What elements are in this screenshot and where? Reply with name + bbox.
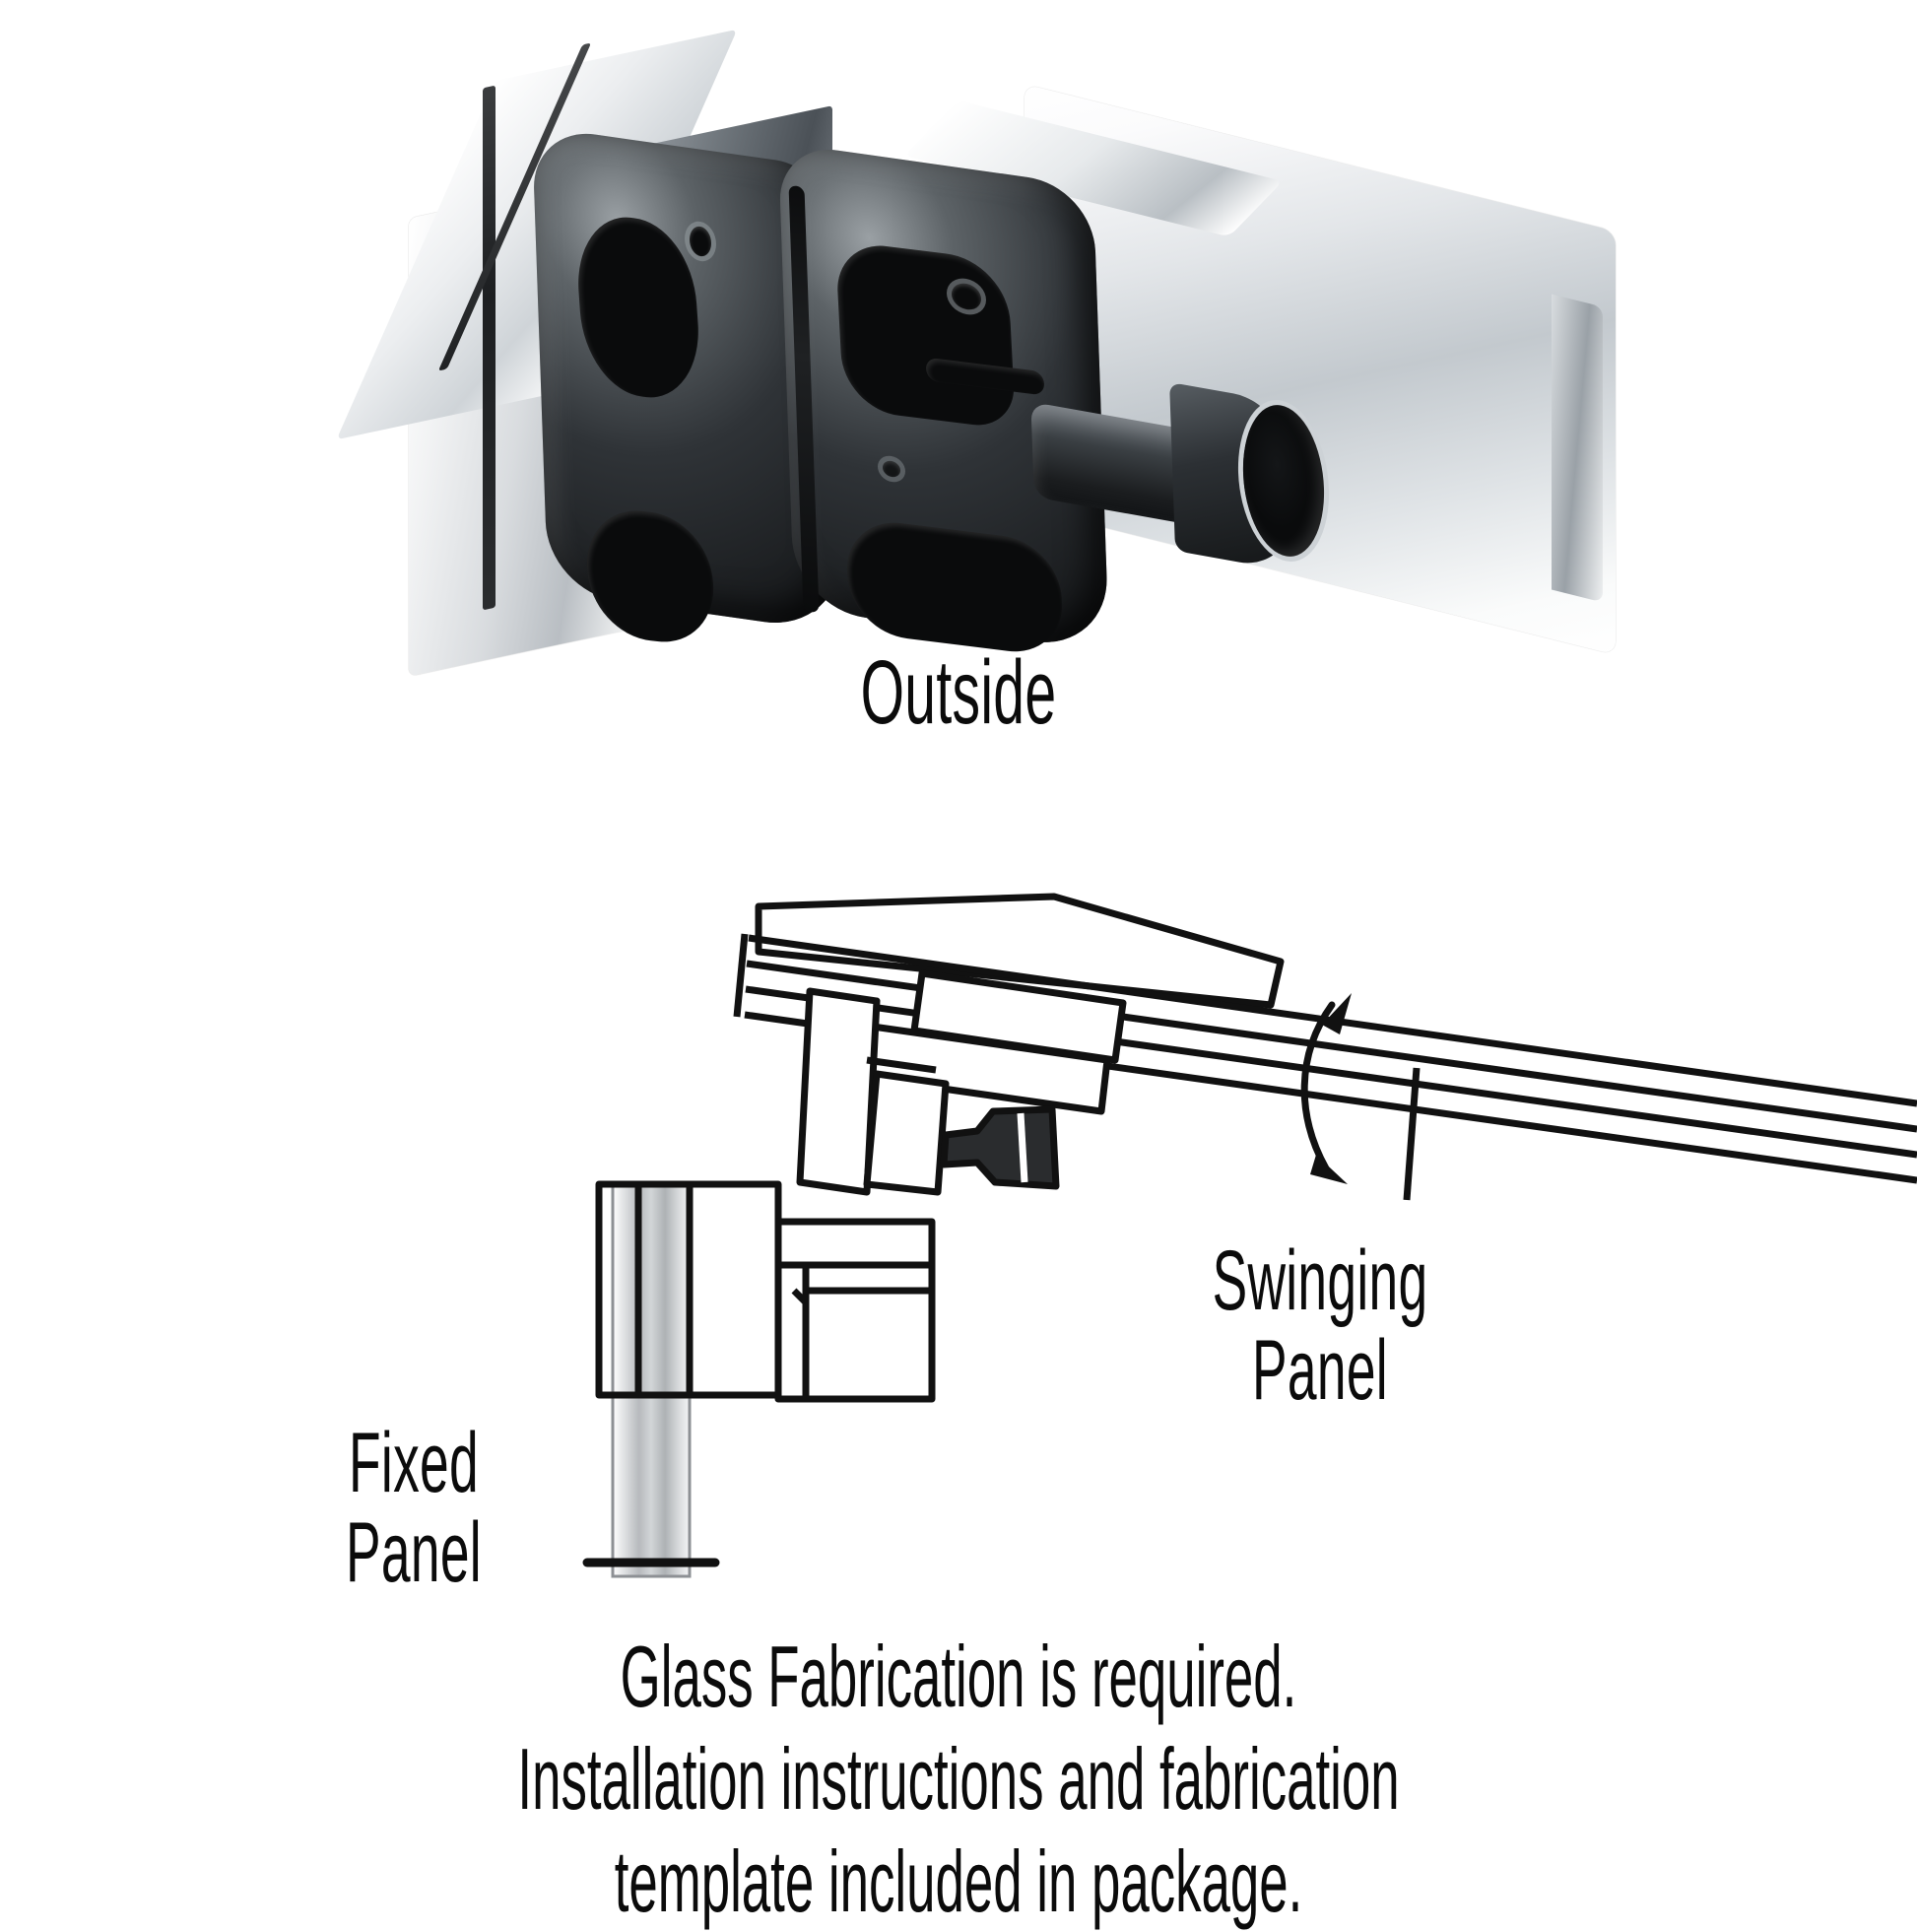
swinging-panel-latch-body <box>796 987 950 1196</box>
swinging-panel-label-line1: Swinging <box>1212 1233 1428 1328</box>
swinging-panel-label-line2: Panel <box>1252 1323 1388 1419</box>
swinging-panel-drawing <box>733 893 1917 1184</box>
swinging-panel-knob <box>940 1105 1060 1190</box>
swing-direction-arrow <box>1300 993 1352 1184</box>
fixed-panel-label-line1: Fixed <box>349 1416 479 1510</box>
fixed-panel-label: Fixed Panel <box>242 1416 584 1601</box>
swinging-panel-end-cap <box>1403 1067 1421 1201</box>
glass-gasket <box>483 85 496 611</box>
note-line-3: template included in package. <box>614 1832 1303 1930</box>
fabrication-note: Glass Fabrication is required. Installat… <box>0 1626 1917 1932</box>
swinging-panel-label: Swinging Panel <box>1149 1233 1490 1419</box>
product-photo <box>336 29 1625 677</box>
note-line-1: Glass Fabrication is required. <box>620 1628 1297 1725</box>
outside-label: Outside <box>860 642 1057 743</box>
installation-diagram <box>0 867 1917 1596</box>
fixed-panel-label-line2: Panel <box>346 1505 482 1601</box>
note-line-2: Installation instructions and fabricatio… <box>517 1729 1400 1828</box>
right-plate-edge <box>1552 294 1603 603</box>
fixed-panel-drawing <box>582 1180 936 1578</box>
